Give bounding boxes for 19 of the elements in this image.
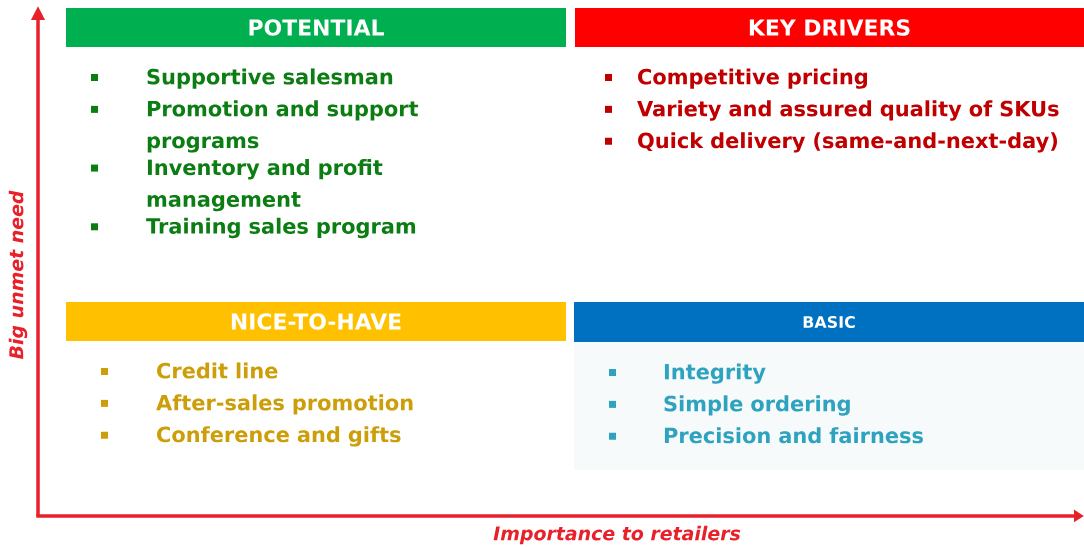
bullet-item: Precision and fairness	[609, 427, 923, 444]
axis-title: Big unmet need	[8, 190, 28, 360]
bullet-item: Conference and gifts	[101, 426, 401, 447]
bullet-item: Competitive pricing	[605, 68, 867, 89]
axis-title: Importance to retailers	[493, 525, 741, 545]
bullet-item: After-sales promotion	[101, 394, 413, 415]
bullet-item: Quick delivery (same-and-next-day)	[605, 132, 1057, 153]
header-band: NICE-TO-HAVE	[66, 302, 566, 341]
bullet-item: Training sales program	[91, 217, 416, 239]
bullet-item: Inventory and profit management	[91, 159, 383, 212]
header-band: KEY DRIVERS	[575, 8, 1084, 47]
bullet-item: Variety and assured quality of SKUs	[605, 100, 1059, 121]
bullet-item: Supportive salesman	[91, 68, 393, 89]
bullet-item: Promotion and support programs	[91, 100, 419, 153]
header-band: POTENTIAL	[66, 8, 566, 47]
bullet-item: Credit line	[101, 362, 278, 379]
bullet-item: Integrity	[609, 363, 766, 384]
header-band: BASIC	[574, 302, 1084, 342]
bullet-item: Simple ordering	[609, 395, 850, 416]
